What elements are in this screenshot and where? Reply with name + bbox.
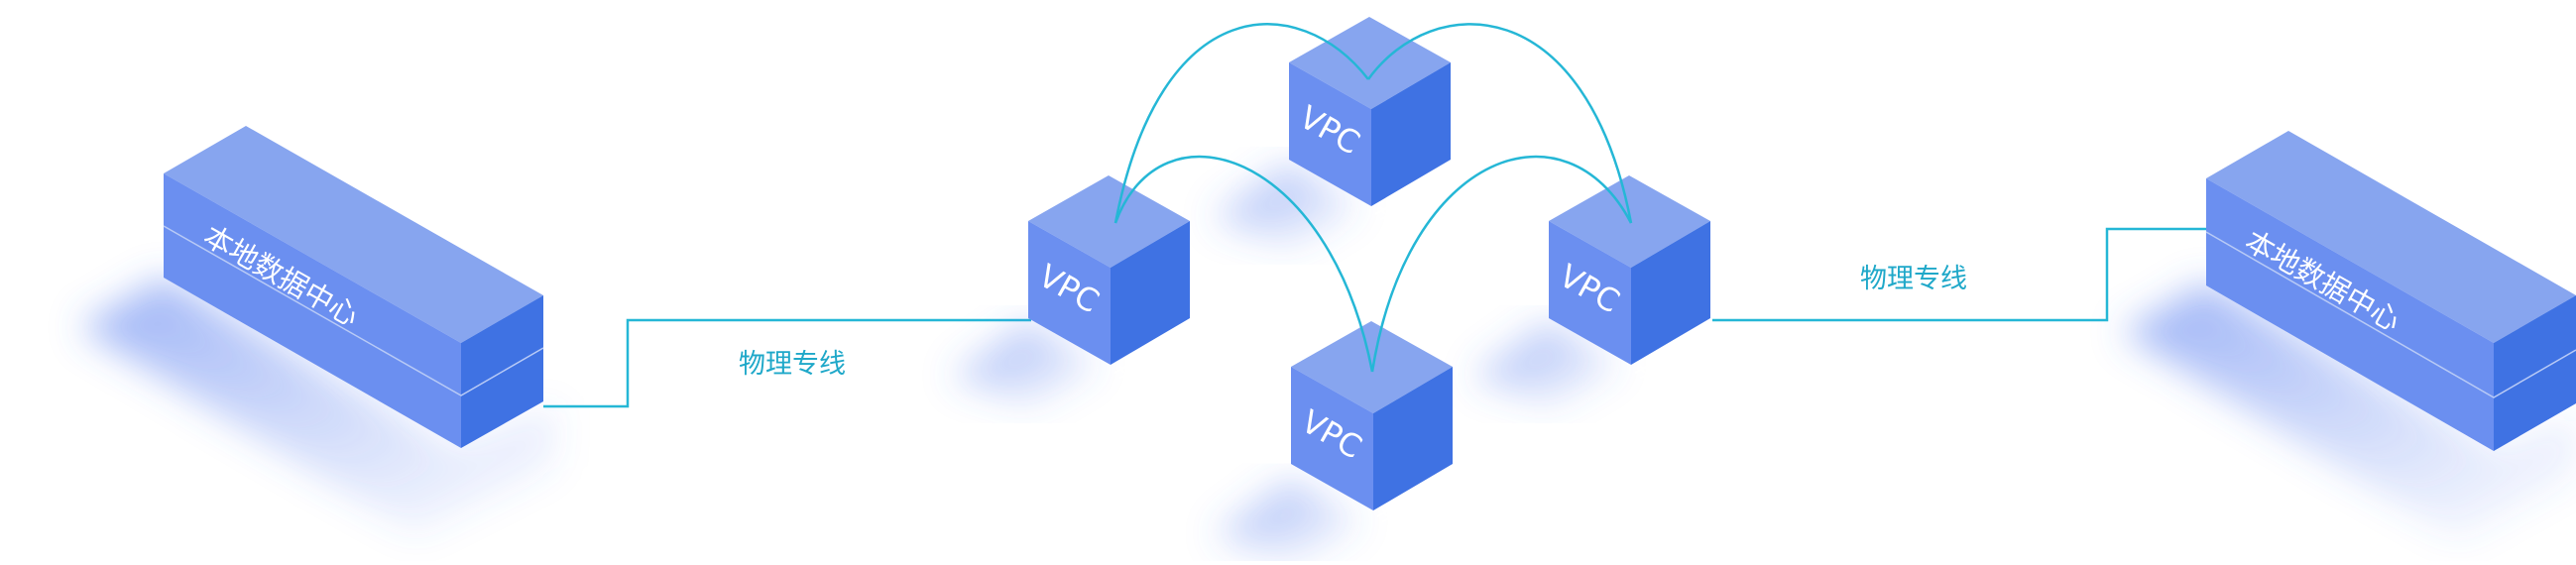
node-a-shadow [952, 322, 1101, 406]
datacenter-left-shadow [79, 278, 555, 535]
node-d-cube-front [1291, 367, 1373, 510]
datacenter-left-top [164, 126, 543, 343]
vpc-interconnect-arcs [1113, 23, 1633, 373]
datacenter-left-divider [163, 225, 544, 396]
node-c-cube-side [1631, 221, 1710, 365]
physical-line-right-label: 物理专线 [1860, 264, 1967, 294]
physical-line-left-label: 物理专线 [739, 349, 846, 380]
datacenter-right-divider [2205, 231, 2576, 398]
physical-line-left [543, 318, 1031, 408]
physical-line-right [1712, 227, 2206, 322]
datacenter-right: 本地数据中心 [2122, 131, 2576, 540]
arc-a-to-b [1113, 23, 1369, 224]
node-c-cube-front [1549, 221, 1631, 365]
node-b-cube-front [1289, 62, 1371, 206]
node-b: VPC 节点B [1289, 17, 1458, 240]
arc-d-to-c [1370, 155, 1633, 373]
node-a-cube-side [1111, 221, 1190, 365]
arc-a-to-d [1113, 155, 1374, 373]
node-c-shadow [1472, 322, 1621, 406]
node-a-cube-front [1028, 221, 1111, 365]
datacenter-left: 本地数据中心 [79, 126, 555, 535]
arc-b-to-c [1366, 23, 1633, 224]
node-a: VPC 节点A [1028, 175, 1197, 398]
node-a-cube-top [1028, 175, 1190, 268]
node-d-shadow [1215, 480, 1363, 561]
datacenter-right-shadow [2122, 282, 2576, 540]
node-d-cube-side [1373, 367, 1453, 510]
datacenter-right-top [2206, 131, 2576, 343]
node-b-shadow [1213, 164, 1361, 248]
node-b-cube-side [1371, 62, 1451, 206]
